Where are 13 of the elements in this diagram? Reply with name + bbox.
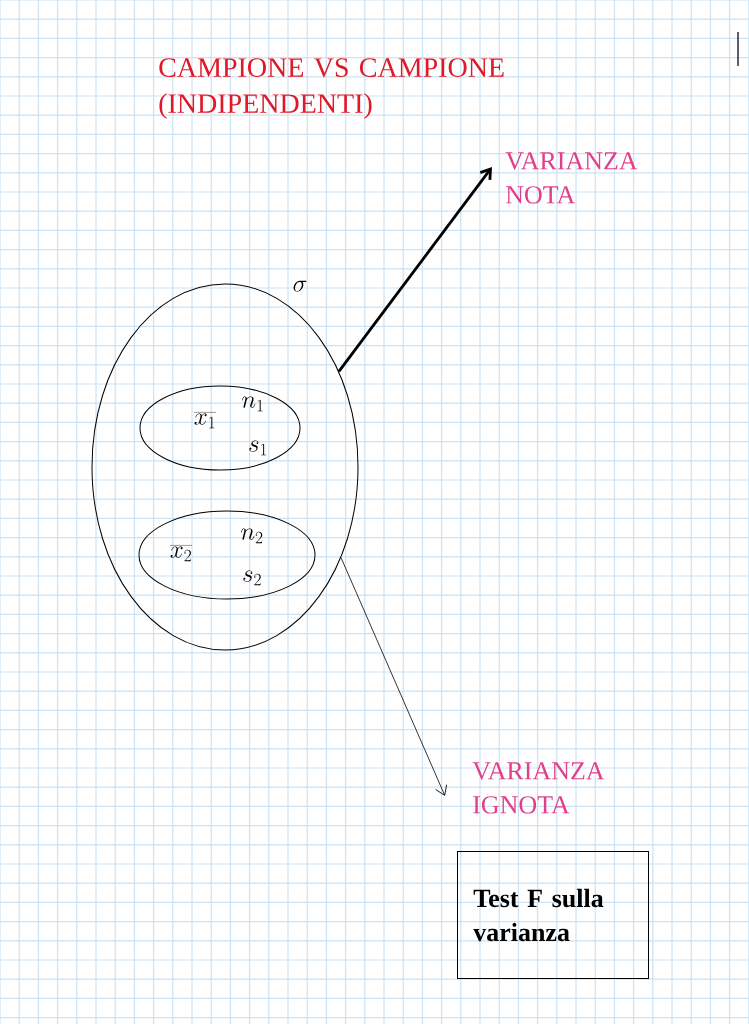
label-text: VARIANZA IGNOTA [472, 762, 605, 814]
arrow [337, 167, 492, 373]
label-text: VARIANZA NOTA [505, 152, 638, 204]
math-symbol: $\sigma$ [293, 280, 307, 292]
math-symbol: $s_1$ [249, 440, 267, 456]
text-box: Test F sulla varianza [457, 851, 649, 979]
title: CAMPIONE VS CAMPIONE (INDIPENDENTI) [159, 58, 504, 119]
math-symbol: $\overline{x_2}$ [169, 545, 193, 562]
math-symbol: $n_1$ [242, 396, 263, 412]
arrow [340, 557, 447, 796]
math-symbol: $s_2$ [243, 570, 261, 586]
math-symbol: $\overline{x_1}$ [193, 412, 217, 429]
math-symbol: $n_2$ [241, 528, 263, 544]
